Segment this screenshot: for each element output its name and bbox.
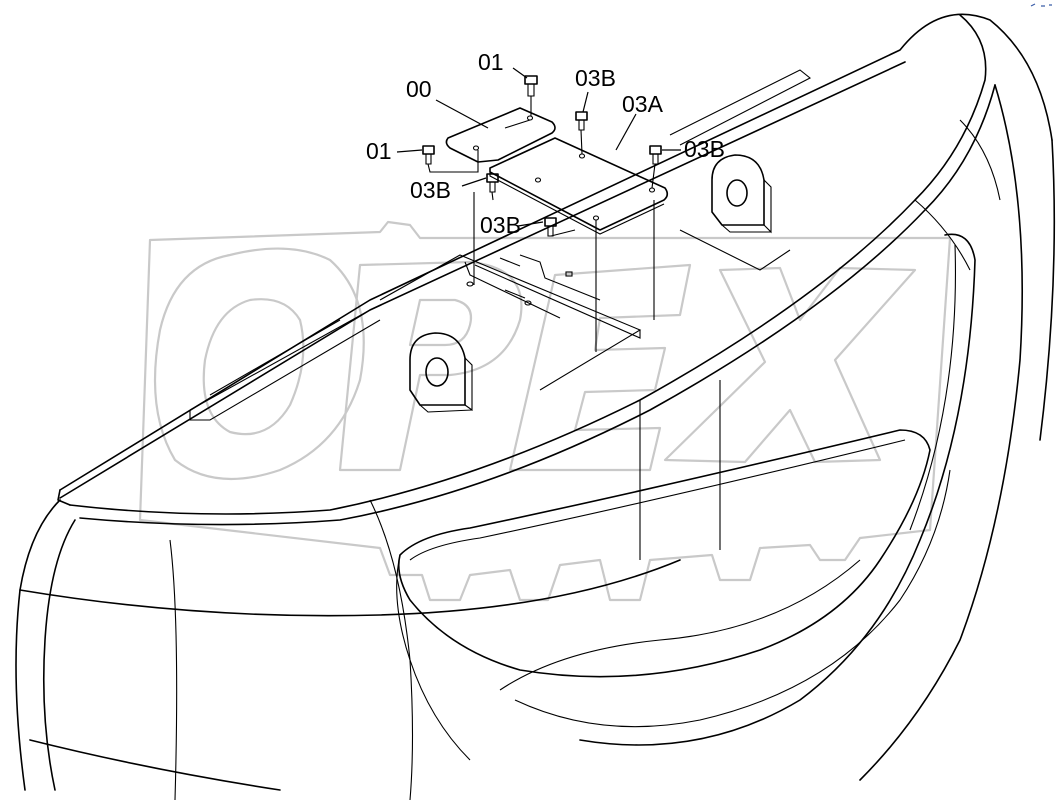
lifting-eye-front xyxy=(409,332,473,413)
label-00: 00 xyxy=(406,76,432,102)
label-03b-right: 03B xyxy=(684,136,725,162)
bolt-03b-right xyxy=(649,145,662,165)
label-03b-mid: 03B xyxy=(410,177,451,203)
opex-watermark xyxy=(138,220,952,602)
label-01-left: 01 xyxy=(366,138,392,164)
label-03a: 03A xyxy=(622,91,664,117)
corner-mark xyxy=(1030,3,1052,7)
counterweight-body xyxy=(15,13,1056,801)
bolt-01-left xyxy=(422,145,435,165)
lifting-eye-rear xyxy=(711,154,772,234)
bolt-03b-low xyxy=(544,217,557,237)
leader-lines xyxy=(396,67,681,227)
label-01-top: 01 xyxy=(478,49,504,75)
bolt-01-top xyxy=(524,75,538,97)
assembly-guide-lines xyxy=(427,96,656,352)
cover-plate-00 xyxy=(445,107,556,163)
bolt-03b-top xyxy=(575,111,588,131)
top-deck xyxy=(189,69,812,421)
label-03b-top: 03B xyxy=(575,65,616,91)
label-03b-low: 03B xyxy=(480,212,521,238)
